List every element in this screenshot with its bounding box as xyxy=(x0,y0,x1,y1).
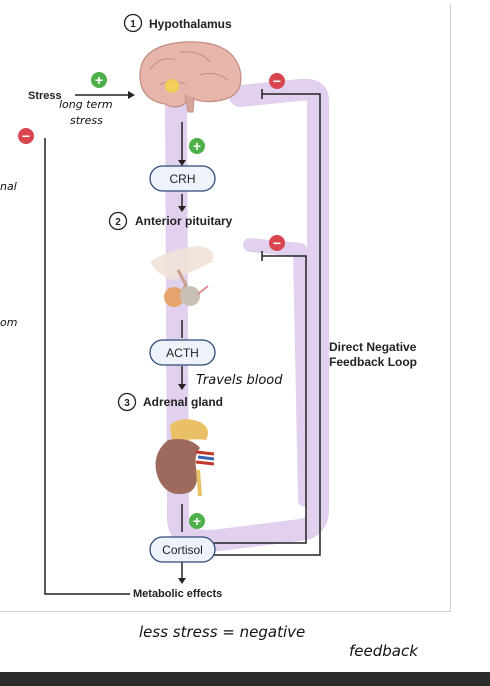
svg-text:3: 3 xyxy=(124,398,130,409)
svg-text:+: + xyxy=(193,138,201,154)
step-2-badge: 2 xyxy=(108,211,128,231)
handwritten-margin-1: nal xyxy=(0,180,17,193)
svg-text:−: − xyxy=(22,128,30,144)
hypothalamus-glow xyxy=(165,79,179,93)
plus-sign-cortisol: + xyxy=(189,513,205,529)
adrenal-kidney-image xyxy=(155,419,215,497)
metabolic-effects-label: Metabolic effects xyxy=(133,588,222,600)
main-arrows xyxy=(44,91,186,595)
bottom-toolbar xyxy=(0,672,490,686)
svg-text:1: 1 xyxy=(130,19,136,30)
acth-pill: ACTH xyxy=(149,339,216,366)
minus-sign-pituitary: − xyxy=(269,235,285,251)
brain-image xyxy=(139,41,242,113)
step-3-badge: 3 xyxy=(117,392,137,412)
handwritten-margin-2: om xyxy=(0,316,17,329)
hypothalamus-label: Hypothalamus xyxy=(149,17,232,31)
handwritten-less-stress: less stress = negative xyxy=(139,623,305,641)
svg-text:ACTH: ACTH xyxy=(166,346,199,360)
plus-sign-crh: + xyxy=(189,138,205,154)
step-1-badge: 1 xyxy=(123,13,143,33)
handwritten-travels-blood: Travels blood xyxy=(196,373,283,388)
cortisol-pill: Cortisol xyxy=(149,536,216,563)
svg-text:Cortisol: Cortisol xyxy=(162,543,203,557)
svg-text:+: + xyxy=(193,513,201,529)
crh-pill: CRH xyxy=(149,165,216,192)
stress-label: Stress xyxy=(28,90,62,102)
feedback-lines xyxy=(214,89,321,556)
loop-label-line-2: Feedback Loop xyxy=(329,355,417,369)
handwritten-feedback: feedback xyxy=(349,642,419,660)
svg-text:+: + xyxy=(95,72,103,88)
handwritten-stress: stress xyxy=(70,114,103,127)
handwritten-long-term: long term xyxy=(59,98,113,111)
minus-sign-hypothalamus: − xyxy=(269,73,285,89)
minus-sign-left: − xyxy=(18,128,34,144)
figure-frame xyxy=(0,4,451,612)
pituitary-image xyxy=(150,246,214,307)
loop-label-line-1: Direct Negative xyxy=(329,340,417,354)
adrenal-gland-label: Adrenal gland xyxy=(143,395,223,409)
anterior-pituitary-label: Anterior pituitary xyxy=(135,214,233,228)
svg-text:CRH: CRH xyxy=(170,172,196,186)
svg-text:2: 2 xyxy=(115,217,121,228)
plus-sign-stress: + xyxy=(91,72,107,88)
svg-text:−: − xyxy=(273,235,281,251)
svg-text:−: − xyxy=(273,73,281,89)
